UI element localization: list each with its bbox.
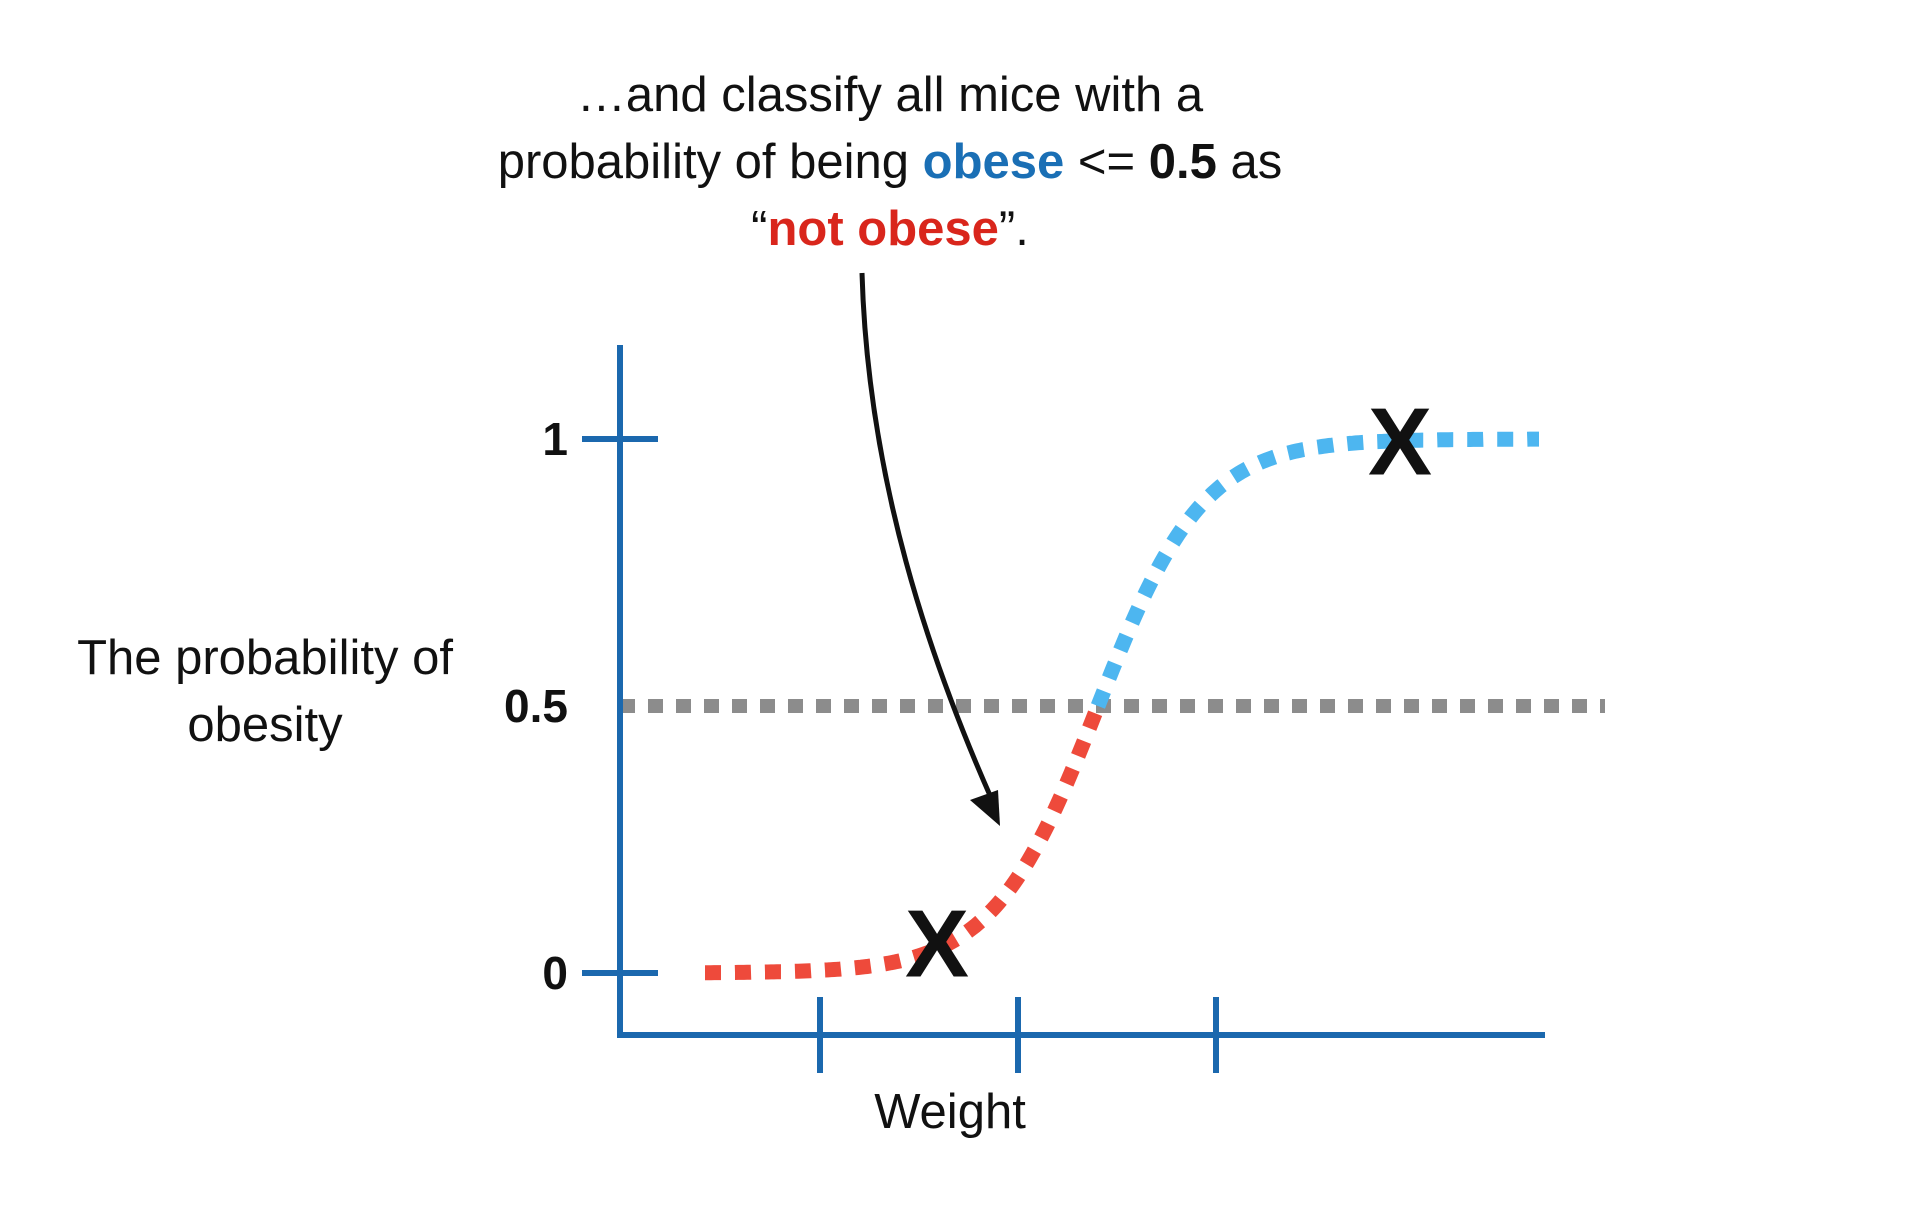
y-tick-label: 0.5 xyxy=(504,680,568,732)
annotation-arrow xyxy=(859,272,995,802)
data-point-marker: X xyxy=(905,890,969,997)
y-axis-label: The probability of obesity xyxy=(77,631,453,752)
curve-below-threshold xyxy=(705,703,1105,981)
x-axis-label: Weight xyxy=(874,1085,1026,1139)
caption: …and classify all mice with a probabilit… xyxy=(0,62,1780,263)
caption-line-3: “not obese”. xyxy=(0,196,1780,263)
threshold-value: 0.5 xyxy=(1148,135,1217,189)
caption-text: ”. xyxy=(998,202,1029,256)
caption-text: probability of being xyxy=(497,135,923,189)
not-obese-highlight: not obese xyxy=(767,202,999,256)
caption-text: “ xyxy=(751,202,768,256)
curve-above-threshold xyxy=(1091,431,1539,709)
caption-text: <= xyxy=(1064,135,1149,189)
caption-line-1: …and classify all mice with a xyxy=(576,68,1204,122)
obese-highlight: obese xyxy=(922,135,1065,189)
arrowhead-icon xyxy=(970,790,1000,826)
caption-text: as xyxy=(1216,135,1283,189)
y-tick-label: 1 xyxy=(542,413,568,465)
y-tick-label: 0 xyxy=(542,947,568,999)
caption-line-2: probability of being obese <= 0.5 as xyxy=(0,129,1780,196)
data-point-marker: X xyxy=(1368,388,1432,495)
